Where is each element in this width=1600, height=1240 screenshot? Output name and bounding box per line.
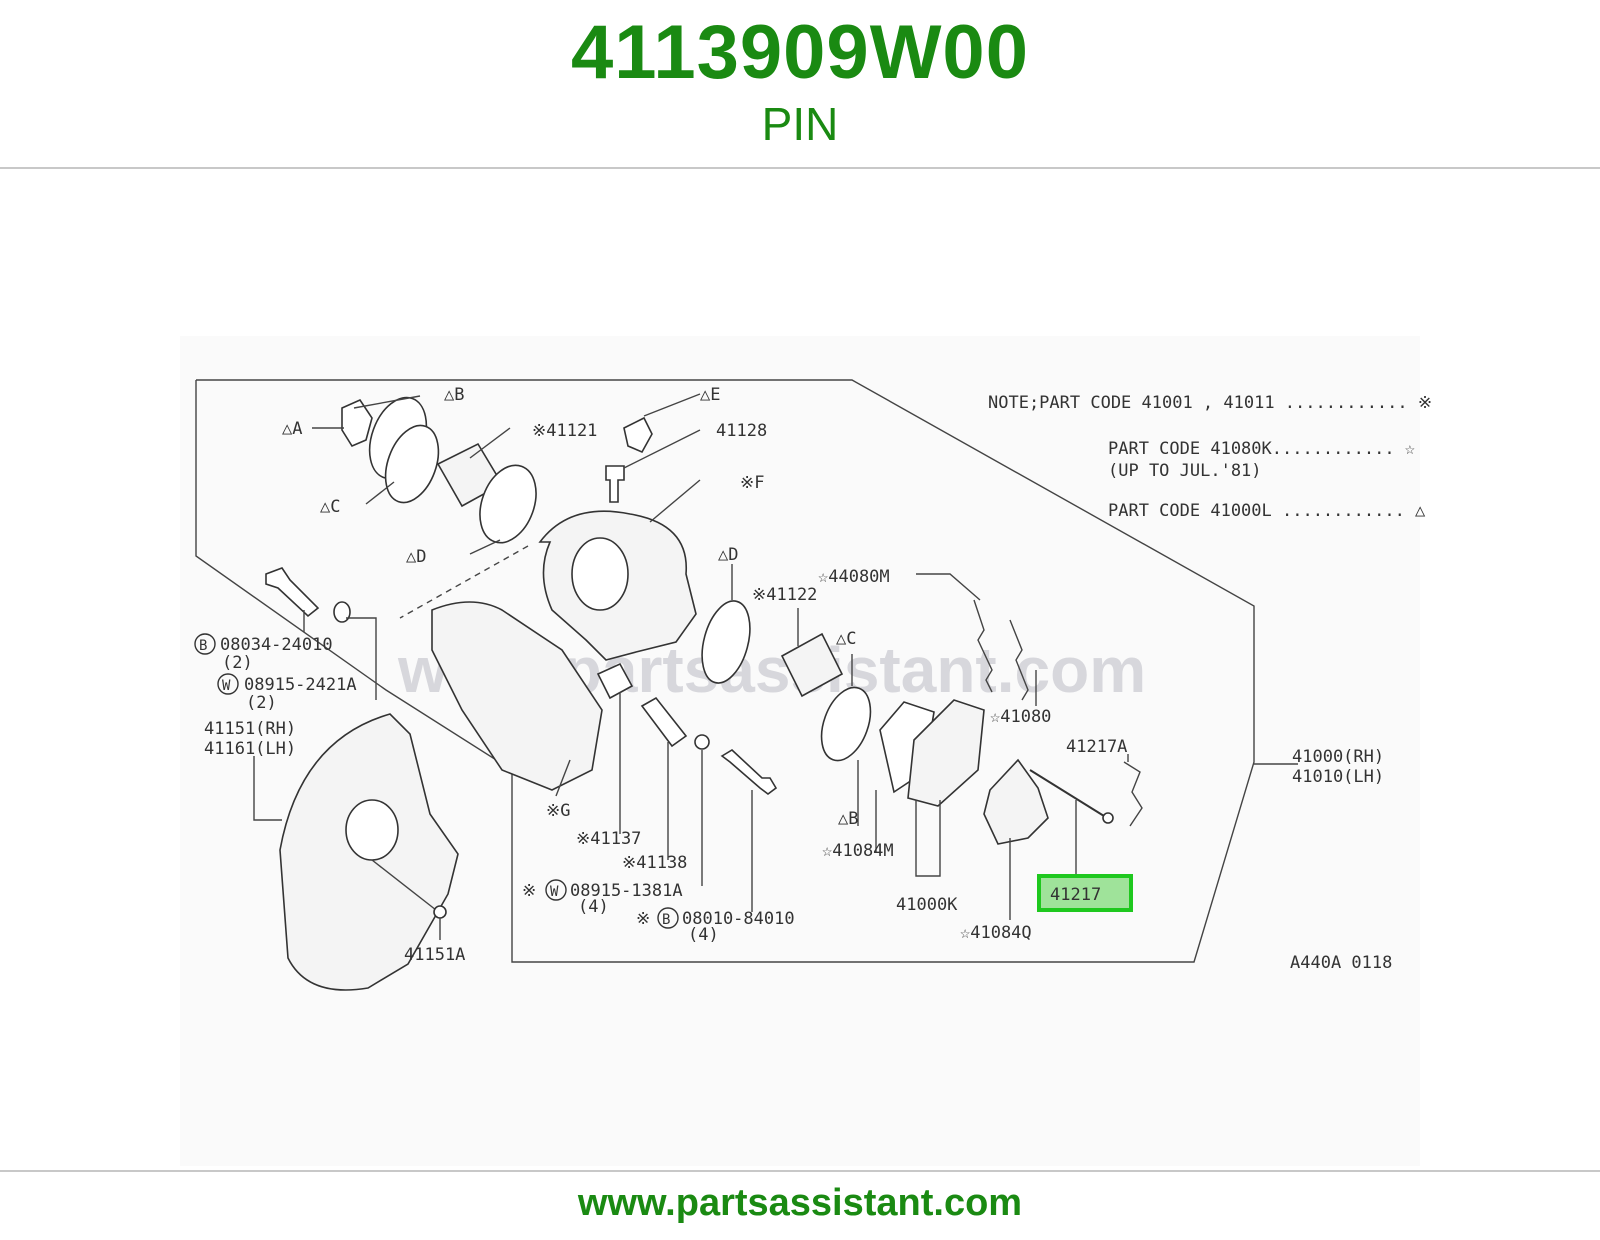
drawing-code: A440A 0118	[1290, 953, 1392, 973]
dust-shield-hub	[345, 799, 399, 861]
callout-41000k: 41000K	[896, 895, 958, 915]
callout-41000-rh: 41000(RH)	[1292, 747, 1384, 767]
leader-41151a	[371, 859, 437, 911]
dashed-leader	[399, 545, 529, 619]
bolt-08010-part	[720, 749, 778, 795]
assembly-outline	[195, 379, 1255, 963]
w-circle-letter: W	[222, 678, 231, 694]
callout-washer-08915-1381a: 08915-1381A	[570, 881, 683, 901]
leader-c-top	[365, 481, 395, 505]
callout-washer-08915: 08915-2421A	[244, 675, 357, 695]
w-circle-icon-2	[545, 879, 567, 901]
footer-site-link[interactable]: www.partsassistant.com	[577, 1182, 1023, 1224]
callout-41128: 41128	[716, 421, 767, 441]
callout-41121: ※41121	[532, 421, 597, 441]
bracket-g-part	[431, 601, 603, 791]
leader-41121	[469, 427, 511, 459]
seal-c-mid-ring	[820, 686, 872, 762]
screw-41151a-part	[433, 905, 447, 919]
washer-08915-1381a-part	[694, 734, 710, 750]
callout-41217a: 41217A	[1066, 737, 1127, 757]
b-circle-icon-2	[657, 907, 679, 929]
seal-a-part	[341, 398, 373, 448]
header: 4113909W00 PIN	[0, 0, 1600, 168]
leader-washer1	[346, 617, 377, 700]
pin-41217-head	[1102, 812, 1114, 824]
callout-bolt-08010: 08010-84010	[682, 909, 795, 929]
bleeder-41128-part	[605, 465, 625, 503]
b-circle-letter-2: B	[662, 912, 670, 928]
callout-41137: ※41137	[576, 829, 641, 849]
callout-bolt-08034: 08034-24010	[220, 635, 333, 655]
callout-41080: ☆41080	[990, 707, 1051, 727]
kome-mark-1: ※	[522, 881, 536, 901]
callout-44080m: ☆44080M	[818, 567, 890, 587]
callout-41138: ※41138	[622, 853, 687, 873]
parts-diagram: www.partsassistant.com NOTE;PART CODE 41…	[0, 170, 1600, 1168]
pin-41217-part	[1029, 769, 1105, 817]
leader-41128	[623, 429, 701, 469]
callout-d-top: △D	[406, 547, 426, 567]
callout-bolt-08034-qty: (2)	[222, 653, 253, 673]
seal-c-ring	[384, 424, 440, 504]
callout-41151-rh: 41151(RH)	[204, 719, 296, 739]
callout-b-bottom: △B	[838, 809, 858, 829]
seal-d-ring	[479, 464, 537, 544]
callout-b-top: △B	[444, 385, 464, 405]
washer-08915-part	[333, 601, 351, 623]
callout-bolt-08010-qty: (4)	[688, 925, 719, 945]
callout-41161-lh: 41161(LH)	[204, 739, 296, 759]
kome-mark-2: ※	[636, 909, 650, 929]
header-divider	[0, 167, 1600, 169]
callout-c-top: △C	[320, 497, 340, 517]
callout-washer-08915-qty: (2)	[246, 693, 277, 713]
leader-g	[555, 759, 571, 797]
note-line-3: (UP TO JUL.'81)	[1108, 461, 1262, 481]
callout-41084m: ☆41084M	[822, 841, 894, 861]
parts-diagram-svg: www.partsassistant.com NOTE;PART CODE 41…	[180, 336, 1432, 1166]
leader-d-top	[469, 539, 501, 555]
part-name-subtitle: PIN	[761, 98, 839, 150]
note-line-2: PART CODE 41080K............ ☆	[1108, 439, 1415, 459]
clip-41080-part	[1009, 619, 1029, 701]
callout-g: ※G	[546, 801, 570, 821]
caliper-bore	[571, 537, 629, 611]
callout-c-mid: △C	[836, 629, 856, 649]
b-circle-letter: B	[199, 638, 207, 654]
callout-41151a: 41151A	[404, 945, 465, 965]
note-line-1: NOTE;PART CODE 41001 , 41011 ...........…	[988, 393, 1432, 413]
callout-41010-lh: 41010(LH)	[1292, 767, 1384, 787]
callout-41122: ※41122	[752, 585, 817, 605]
piston-41122-part	[780, 632, 844, 698]
callout-d-mid: △D	[718, 545, 738, 565]
pin-41138-part	[640, 696, 688, 748]
highlighted-part-box[interactable]	[1037, 874, 1133, 912]
leader-f	[649, 479, 701, 523]
cap-e-part	[623, 416, 653, 454]
pad-41084q-part	[983, 758, 1049, 845]
b-circle-icon	[194, 633, 216, 655]
leader-41000k	[915, 800, 941, 877]
boot-41137-part	[596, 662, 634, 700]
highlighted-part-label[interactable]: 41217	[1050, 885, 1101, 905]
leader-e	[643, 393, 701, 417]
leader-b	[353, 395, 421, 409]
w-circle-icon	[217, 673, 239, 695]
footer-divider	[0, 1170, 1600, 1172]
callout-41084q: ☆41084Q	[960, 923, 1032, 943]
spring-44080m-part	[973, 599, 993, 693]
w-circle-letter-2: W	[550, 884, 559, 900]
callout-washer-08915-1381a-qty: (4)	[578, 897, 609, 917]
callout-e: △E	[700, 385, 720, 405]
clip-41217a-part	[1123, 761, 1143, 827]
bolt-08034-part	[265, 567, 320, 618]
leader-44080m	[916, 573, 981, 601]
seal-d-mid-ring	[701, 600, 751, 684]
part-number-title: 4113909W00	[571, 10, 1029, 95]
leader-41151	[253, 756, 282, 821]
note-line-4: PART CODE 41000L ............ △	[1108, 501, 1426, 521]
callout-a: △A	[282, 419, 302, 439]
pad-41000k-part	[907, 699, 985, 807]
callout-f: ※F	[740, 473, 764, 493]
